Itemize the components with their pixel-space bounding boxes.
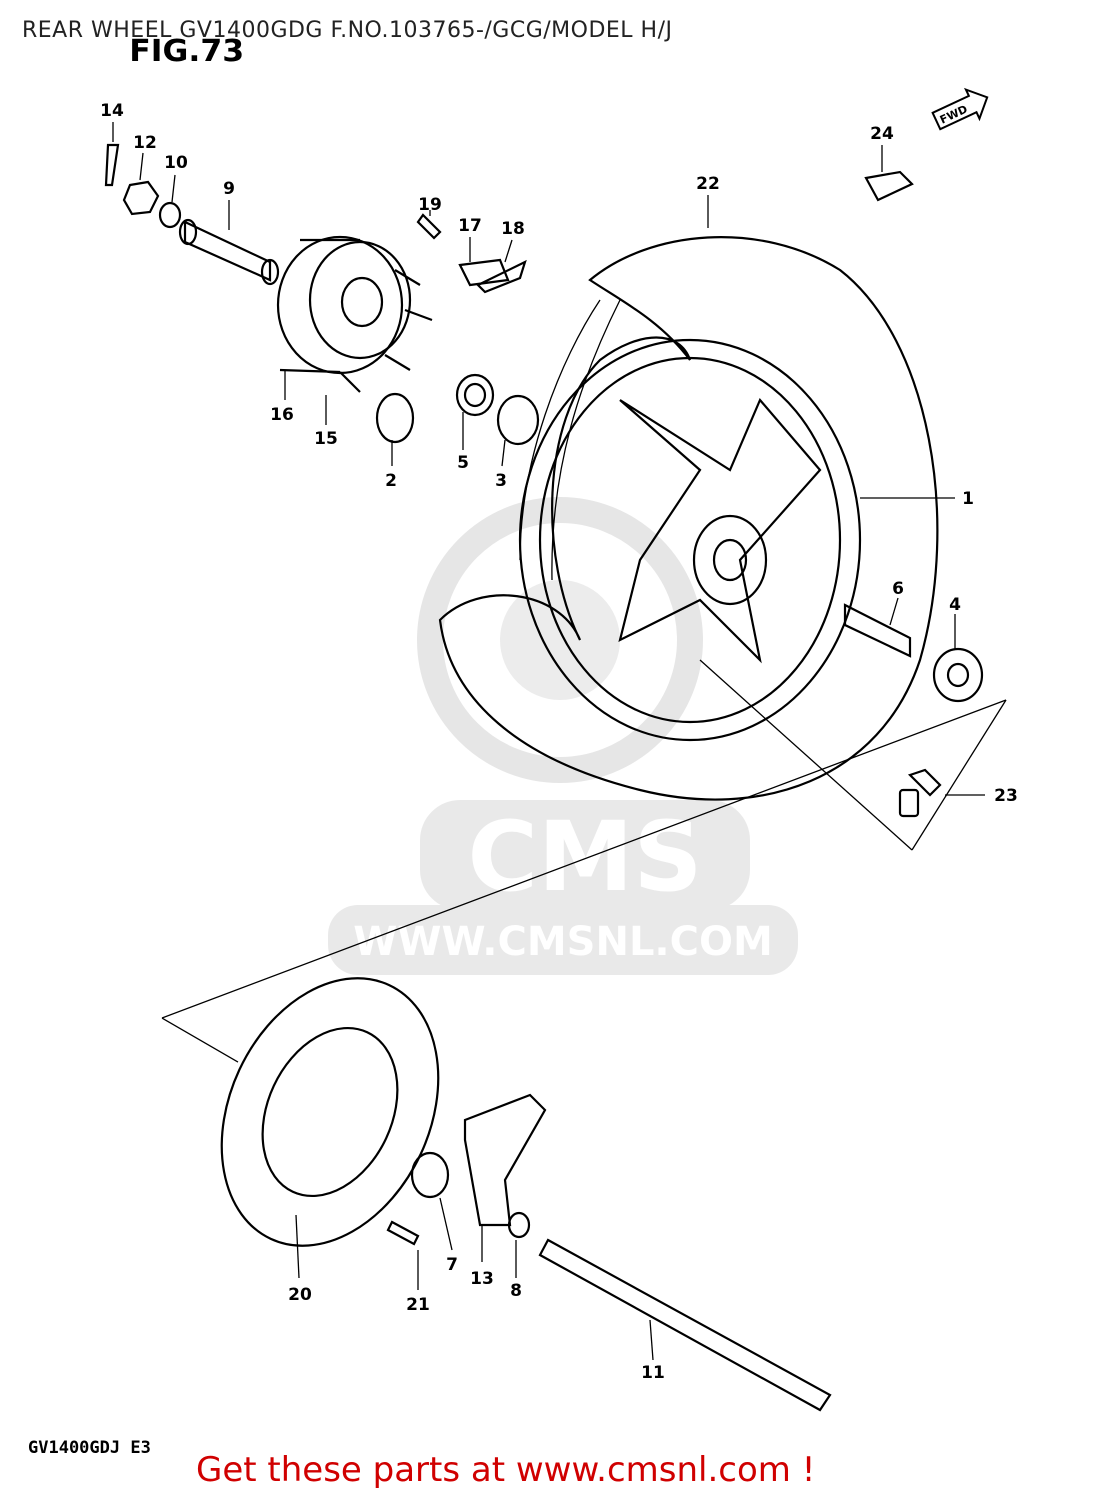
figure-number: FIG.73 — [129, 34, 245, 69]
callout-11: 11 — [641, 1363, 665, 1383]
callout-3: 3 — [495, 471, 507, 491]
watermark-url-text: WWW.CMSNL.COM — [353, 919, 773, 965]
model-code-label: GV1400GDJ E3 — [28, 1438, 151, 1458]
watermark-logo-text: CMS — [467, 801, 702, 913]
callout-7: 7 — [446, 1255, 458, 1275]
callout-4: 4 — [949, 595, 961, 615]
callout-8: 8 — [510, 1281, 522, 1301]
get-parts-link[interactable]: Get these parts at www.cmsnl.com ! — [196, 1450, 816, 1490]
tire-part-22 — [438, 236, 939, 801]
bearings-and-seals — [375, 373, 984, 703]
callout-9: 9 — [223, 179, 235, 199]
callout-leaders — [112, 122, 985, 1361]
sprocket-hub-part-16 — [276, 235, 412, 375]
brake-disc-part-20 — [220, 977, 440, 1247]
hub-clips — [416, 170, 914, 294]
callout-22: 22 — [696, 174, 720, 194]
callout-15: 15 — [314, 429, 338, 449]
callout-20: 20 — [288, 1285, 312, 1305]
bolt-part-21 — [386, 1220, 420, 1246]
callout-17: 17 — [458, 216, 482, 236]
callout-6: 6 — [892, 579, 904, 599]
callout-10: 10 — [164, 153, 188, 173]
callout-24: 24 — [870, 124, 894, 144]
callout-12: 12 — [133, 133, 157, 153]
callout-1: 1 — [962, 489, 974, 509]
callout-18: 18 — [501, 219, 525, 239]
forward-direction-arrow: FWD — [931, 87, 989, 131]
caliper-bracket-parts — [410, 1093, 547, 1239]
callout-14: 14 — [100, 101, 124, 121]
callout-19: 19 — [418, 195, 442, 215]
diagram-title: REAR WHEEL GV1400GDG F.NO.103765-/GCG/MO… — [22, 18, 673, 43]
callout-16: 16 — [270, 405, 294, 425]
small-fasteners — [104, 143, 182, 229]
assembly-lines — [161, 659, 1007, 1063]
spacer-part-9 — [178, 218, 280, 286]
valve-part-23 — [898, 768, 942, 818]
callout-13: 13 — [470, 1269, 494, 1289]
callout-21: 21 — [406, 1295, 430, 1315]
callout-5: 5 — [457, 453, 469, 473]
callout-23: 23 — [994, 786, 1018, 806]
callout-2: 2 — [385, 471, 397, 491]
axle-part-11 — [538, 1238, 832, 1412]
studs-part-15 — [339, 269, 433, 393]
callout-numbers: 14 12 10 9 19 17 18 22 24 1 6 4 16 15 2 … — [100, 101, 1018, 1383]
